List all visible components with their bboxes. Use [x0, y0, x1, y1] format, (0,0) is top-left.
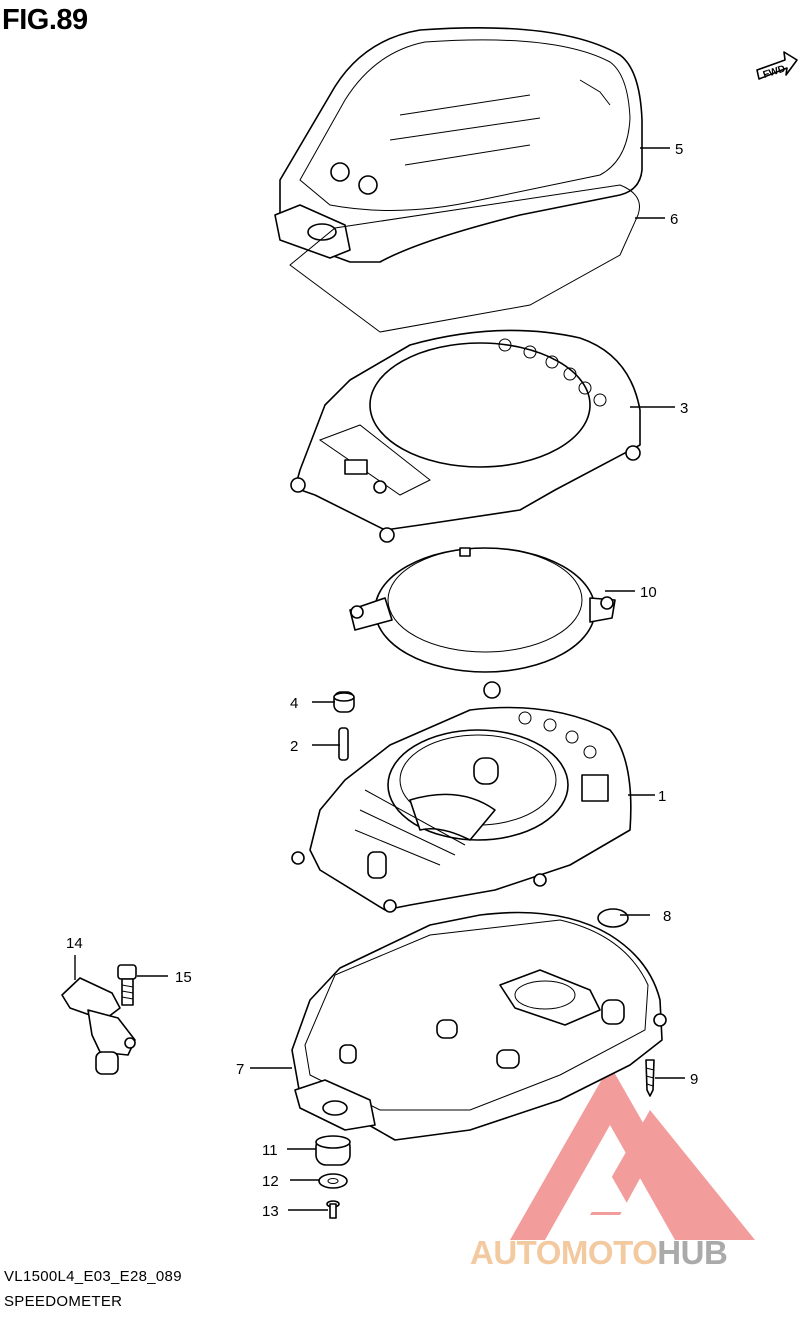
callout-4: 4 [290, 695, 298, 712]
part-6-gasket [289, 184, 640, 333]
part-2-pin [338, 727, 349, 761]
diagram-name: SPEEDOMETER [4, 1293, 123, 1310]
callout-8: 8 [663, 908, 671, 925]
forward-arrow-icon: FWD [756, 51, 798, 81]
watermark-part-moto: MOTO [560, 1234, 658, 1271]
watermark-text: AUTOMOTOHUB [470, 1234, 728, 1272]
callout-13: 13 [262, 1203, 279, 1220]
part-10-lens-ring [349, 547, 616, 699]
callout-7: 7 [236, 1061, 244, 1078]
part-14-speed-sensor [61, 977, 136, 1075]
part-3-case-frame [290, 329, 641, 543]
figure-title: FIG.89 [2, 4, 88, 36]
callout-12: 12 [262, 1173, 279, 1190]
callout-labels: 5 6 3 10 4 2 1 8 14 15 7 9 11 12 13 [66, 141, 698, 1220]
callout-5: 5 [675, 141, 683, 158]
part-11-grommet [315, 1135, 351, 1166]
callout-1: 1 [658, 788, 666, 805]
callout-2: 2 [290, 738, 298, 755]
diagram-code: VL1500L4_E03_E28_089 [4, 1268, 182, 1285]
callout-10: 10 [640, 584, 657, 601]
part-8-seal [597, 908, 629, 928]
part-12-washer [318, 1173, 348, 1189]
callout-3: 3 [680, 400, 688, 417]
watermark-part-auto: AUTO [470, 1234, 561, 1271]
part-9-screw [645, 1059, 655, 1097]
callout-15: 15 [175, 969, 192, 986]
callout-9: 9 [690, 1071, 698, 1088]
part-1-speedometer-assembly [291, 706, 632, 913]
part-15-bolt [117, 964, 137, 1006]
watermark-part-hub: HUB [657, 1234, 728, 1271]
part-4-grommet [333, 691, 355, 713]
leader-lines [74, 147, 685, 1211]
callout-14: 14 [66, 935, 83, 952]
watermark-logo-icon [510, 1065, 755, 1240]
part-7-lower-case [291, 911, 667, 1141]
callout-11: 11 [262, 1142, 278, 1159]
part-5-upper-cover [274, 27, 643, 263]
callout-6: 6 [670, 211, 678, 228]
part-13-screw [326, 1200, 340, 1219]
